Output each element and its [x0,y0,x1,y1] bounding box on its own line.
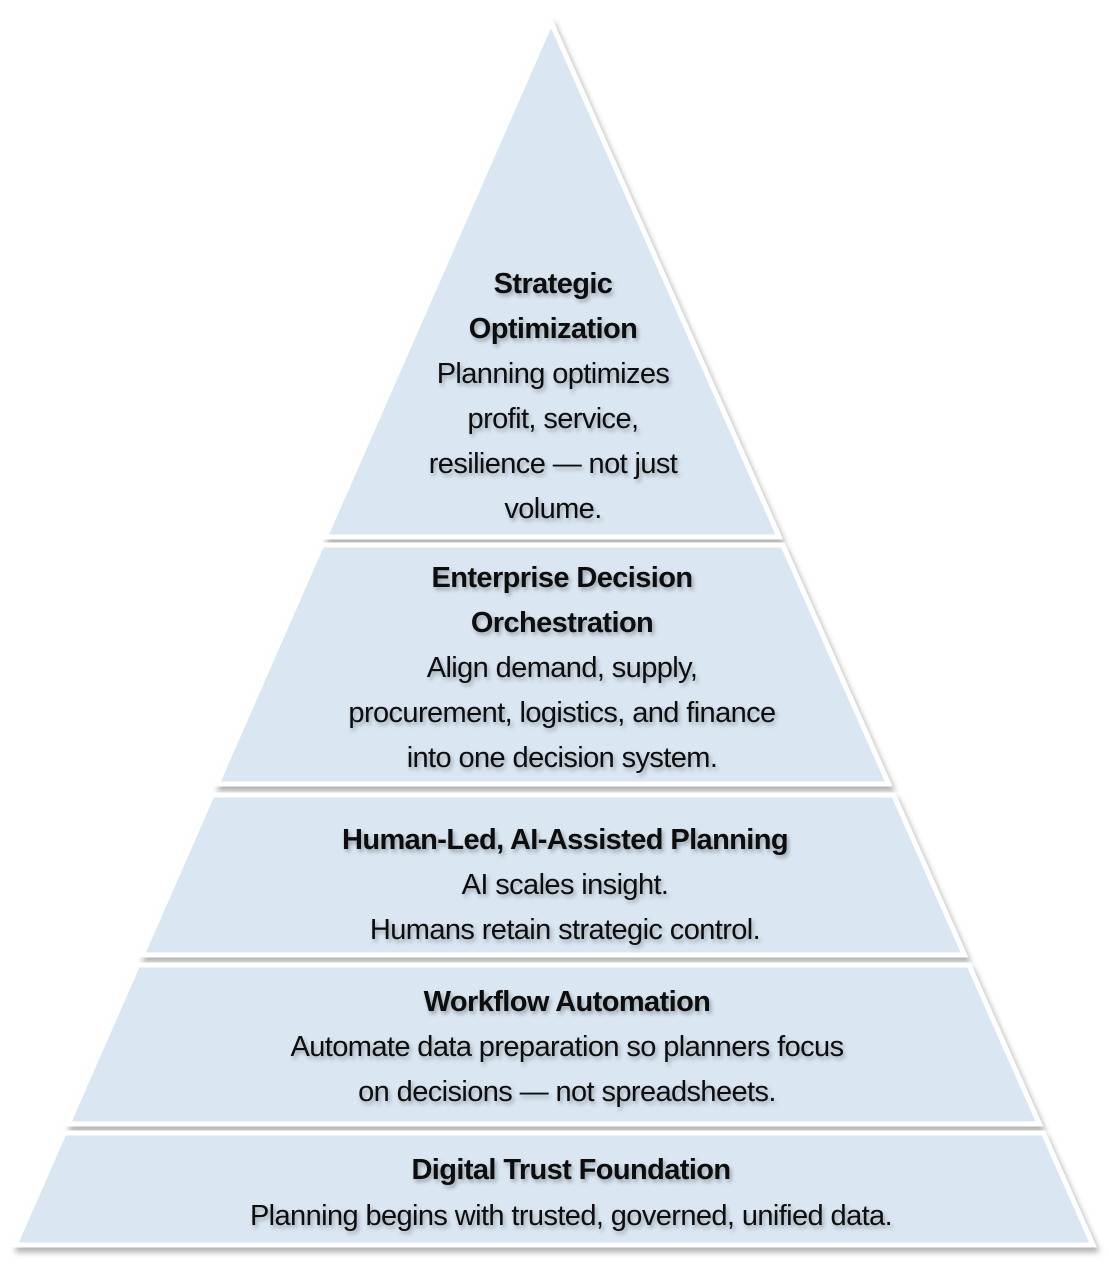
level-5-body: Planning begins with trusted, governed, … [250,1200,892,1232]
level-2-title: Orchestration [471,607,653,639]
level-2-body: Align demand, supply, [427,652,698,684]
pyramid-level-1 [321,15,784,540]
level-4-title: Workflow Automation [424,986,711,1018]
level-4-body: on decisions — not spreadsheets. [358,1076,776,1108]
level-1-body: resilience — not just [429,448,678,480]
pyramid-level-3 [138,792,969,958]
level-4-body: Automate data preparation so planners fo… [291,1031,844,1063]
level-3-body: AI scales insight. [462,869,669,901]
level-2-body: procurement, logistics, and finance [348,697,775,729]
level-5-title: Digital Trust Foundation [411,1154,730,1186]
level-1-body: volume. [504,493,601,525]
level-3-body: Humans retain strategic control. [370,914,760,946]
level-1-body: Planning optimizes [437,358,670,390]
pyramid-level-2 [213,542,893,787]
level-1-title: Strategic [494,268,613,300]
level-2-body: into one decision system. [407,742,718,774]
pyramid-level-5 [11,1130,1097,1248]
level-3-title: Human-Led, AI-Assisted Planning [342,824,788,856]
level-1-title: Optimization [469,313,637,345]
pyramid-level-4 [64,962,1044,1127]
level-2-title: Enterprise Decision [432,562,693,594]
level-1-body: profit, service, [468,403,639,435]
